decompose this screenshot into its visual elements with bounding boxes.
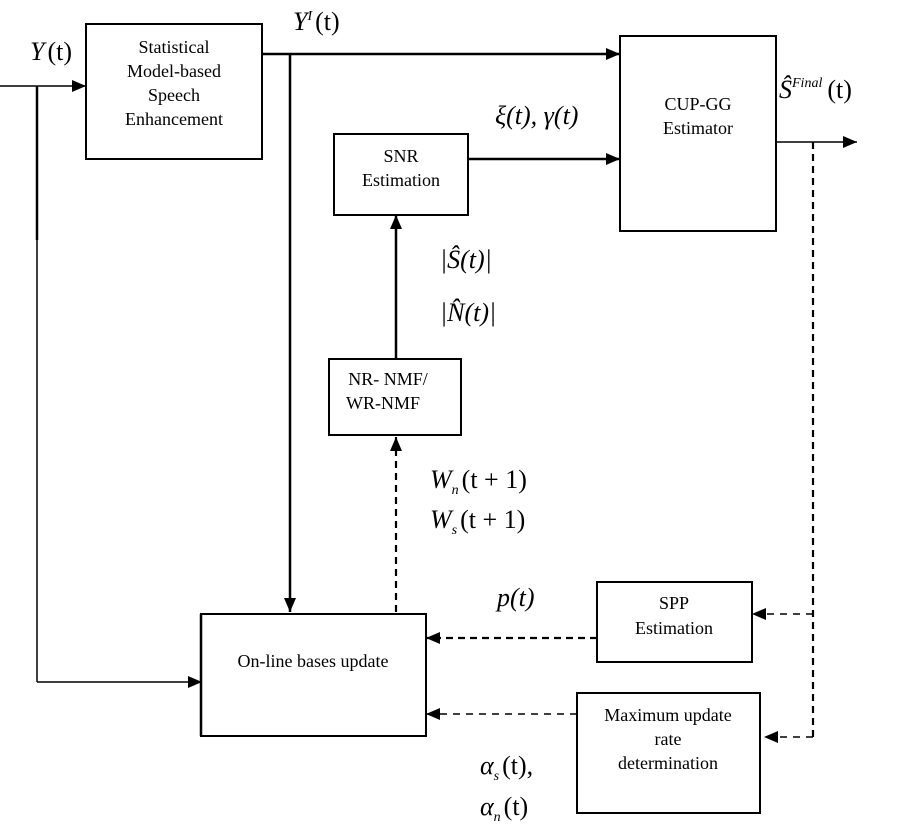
label-spp: p(t)	[495, 583, 535, 612]
nmf-box: NR- NMF/ WR-NMF	[328, 358, 462, 436]
spp-estimation-box: SPP Estimation	[596, 581, 753, 663]
speech-enhancement-box: Statistical Model-based Speech Enhanceme…	[85, 23, 263, 160]
snr-estimation-box: SNR Estimation	[333, 133, 469, 216]
box-line: Estimation	[635, 618, 713, 638]
box-line: On-line bases update	[238, 651, 389, 671]
label-alpha-n: αn(t)	[480, 792, 528, 825]
label-speech-magnitude: |Ŝ(t)|	[440, 245, 492, 274]
box-line: Estimator	[663, 118, 733, 138]
label-noise-basis: Wn(t + 1)	[430, 465, 527, 498]
label-speech-basis: Ws(t + 1)	[430, 505, 525, 538]
label-final-output: ŜFinal(t)	[779, 75, 852, 104]
box-line: Speech	[148, 85, 200, 105]
box-line: rate	[655, 729, 682, 749]
label-input-y: Y(t)	[30, 37, 72, 66]
box-line: SNR	[383, 146, 418, 166]
box-line: Enhancement	[125, 109, 223, 129]
label-alpha-s: αs(t),	[480, 751, 533, 784]
box-line: SPP	[659, 593, 689, 613]
box-line: Estimation	[362, 170, 440, 190]
box-line: Model-based	[127, 61, 221, 81]
online-bases-update-box: On-line bases update	[199, 613, 427, 737]
box-line: NR- NMF/	[348, 369, 428, 389]
label-noise-magnitude: |N̂(t)|	[440, 298, 496, 327]
label-snr-output: ξ(t), γ(t)	[495, 101, 578, 130]
box-line: determination	[618, 753, 718, 773]
max-update-rate-box: Maximum update rate determination	[576, 692, 761, 814]
cup-gg-estimator-box: CUP-GG Estimator	[619, 35, 777, 232]
label-enhanced-y: YI(t)	[293, 7, 340, 36]
box-line: WR-NMF	[346, 393, 420, 413]
box-line: Statistical	[139, 37, 210, 57]
box-line: CUP-GG	[664, 94, 731, 114]
box-line: Maximum update	[604, 705, 731, 725]
